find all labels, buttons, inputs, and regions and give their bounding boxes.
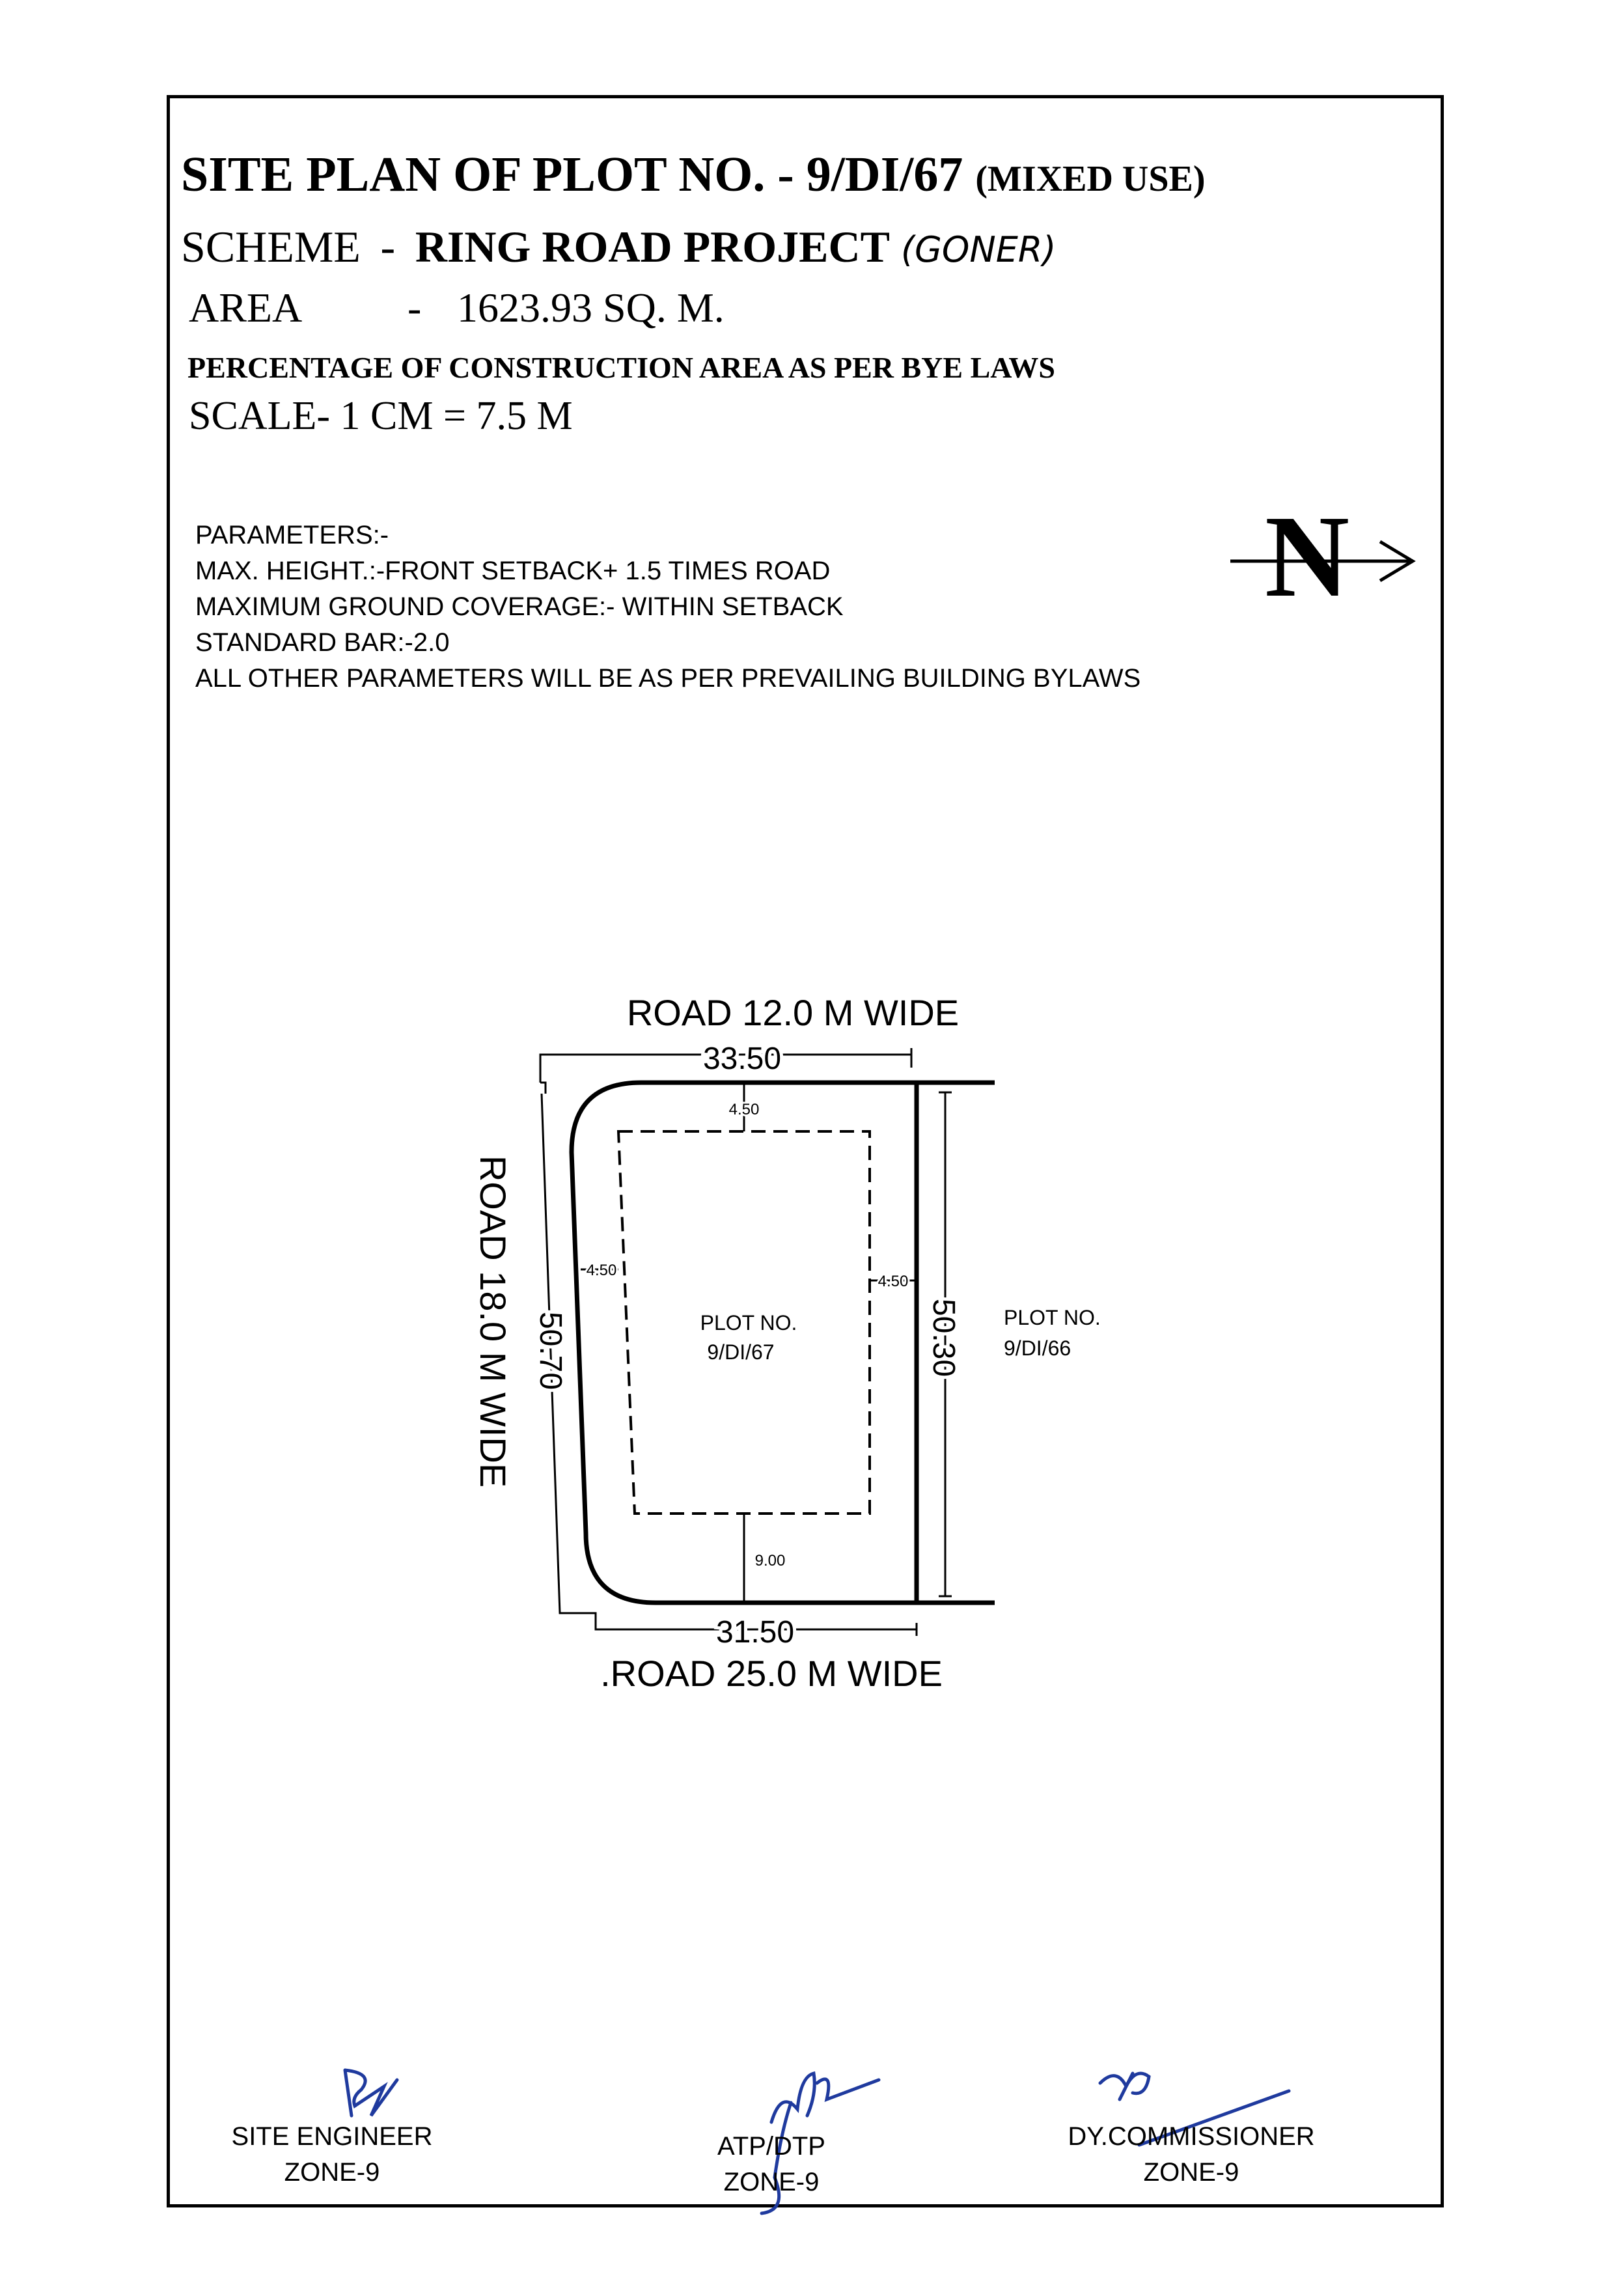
signature-zone: ZONE-9 [1143, 2158, 1239, 2187]
area-label: AREA [189, 284, 303, 331]
neighbor-plot-label: PLOT NO. [1004, 1306, 1101, 1329]
signature-site-engineer [343, 2068, 399, 2118]
road-top-label: ROAD 12.0 M WIDE [627, 992, 959, 1033]
setback-left-label: 4.50 [587, 1262, 617, 1279]
dim-bottom-label: 31.50 [716, 1615, 794, 1650]
signature-zone: ZONE-9 [723, 2168, 820, 2196]
percentage-line: PERCENTAGE OF CONSTRUCTION AREA AS PER B… [187, 351, 1055, 384]
parameter-line: ALL OTHER PARAMETERS WILL BE AS PER PREV… [195, 664, 1141, 693]
dim-right-label: 50.30 [926, 1299, 961, 1377]
parameters-block: PARAMETERS:- MAX. HEIGHT.:-FRONT SETBACK… [195, 518, 1140, 697]
north-letter: N [1265, 491, 1349, 621]
setback-line [616, 1130, 871, 1515]
signature-dy-commissioner [1098, 2071, 1291, 2147]
signature-role: ATP/DTP [717, 2132, 825, 2161]
signature-block-atp-dtp: ATP/DTP ZONE-9 [677, 2129, 866, 2200]
area-line: AREA - 1623.93 SQ. M. [189, 284, 725, 332]
dim-left-label: 50.70 [533, 1312, 568, 1390]
setback-top-label: 4.50 [729, 1101, 760, 1118]
page-title: SITE PLAN OF PLOT NO. - 9/DI/67 (MIXED U… [181, 146, 1206, 203]
area-value: 1623.93 SQ. M. [457, 284, 725, 331]
area-dash: - [408, 284, 422, 331]
plot-label: PLOT NO. [700, 1311, 797, 1335]
road-left-label: ROAD 18.0 M WIDE [473, 1155, 514, 1487]
signature-role: DY.COMMISSIONER [1068, 2122, 1315, 2151]
parameter-line: MAXIMUM GROUND COVERAGE:- WITHIN SETBACK [195, 592, 844, 621]
signature-role: SITE ENGINEER [231, 2122, 433, 2151]
signature-block-site-engineer: SITE ENGINEER ZONE-9 [215, 2119, 449, 2191]
parameters-heading: PARAMETERS:- [195, 521, 389, 549]
scheme-value: RING ROAD PROJECT [415, 222, 890, 271]
plot-number: 9/DI/67 [707, 1340, 774, 1364]
north-arrow-icon: N [1230, 491, 1416, 621]
road-bottom-label: .ROAD 25.0 M WIDE [600, 1653, 943, 1694]
plot-boundary [569, 1080, 995, 1605]
scale-line: SCALE- 1 CM = 7.5 M [189, 394, 573, 438]
parameter-line: STANDARD BAR:-2.0 [195, 628, 450, 657]
scheme-handwritten: (GONER) [900, 229, 1057, 270]
page-border [167, 95, 1444, 2207]
dim-top-label: 33.50 [703, 1042, 781, 1076]
scheme-label: SCHEME [181, 222, 361, 271]
title-suffix: (MIXED USE) [975, 159, 1206, 199]
scheme-dash: - [380, 222, 396, 271]
signature-atp-dtp [760, 2071, 881, 2215]
neighbor-plot-number: 9/DI/66 [1004, 1336, 1071, 1360]
dimension-lines [539, 1048, 952, 1636]
setback-bottom-label: 9.00 [755, 1552, 786, 1570]
setback-ticks [581, 1083, 917, 1603]
signature-block-dy-commissioner: DY.COMMISSIONER ZONE-9 [1042, 2119, 1341, 2191]
setback-right-label: 4.50 [878, 1273, 909, 1290]
parameter-line: MAX. HEIGHT.:-FRONT SETBACK+ 1.5 TIMES R… [195, 557, 831, 585]
signature-zone: ZONE-9 [284, 2158, 380, 2187]
title-main: SITE PLAN OF PLOT NO. - 9/DI/67 [181, 147, 963, 202]
scheme-line: SCHEME - RING ROAD PROJECT (GONER) [181, 221, 1057, 273]
